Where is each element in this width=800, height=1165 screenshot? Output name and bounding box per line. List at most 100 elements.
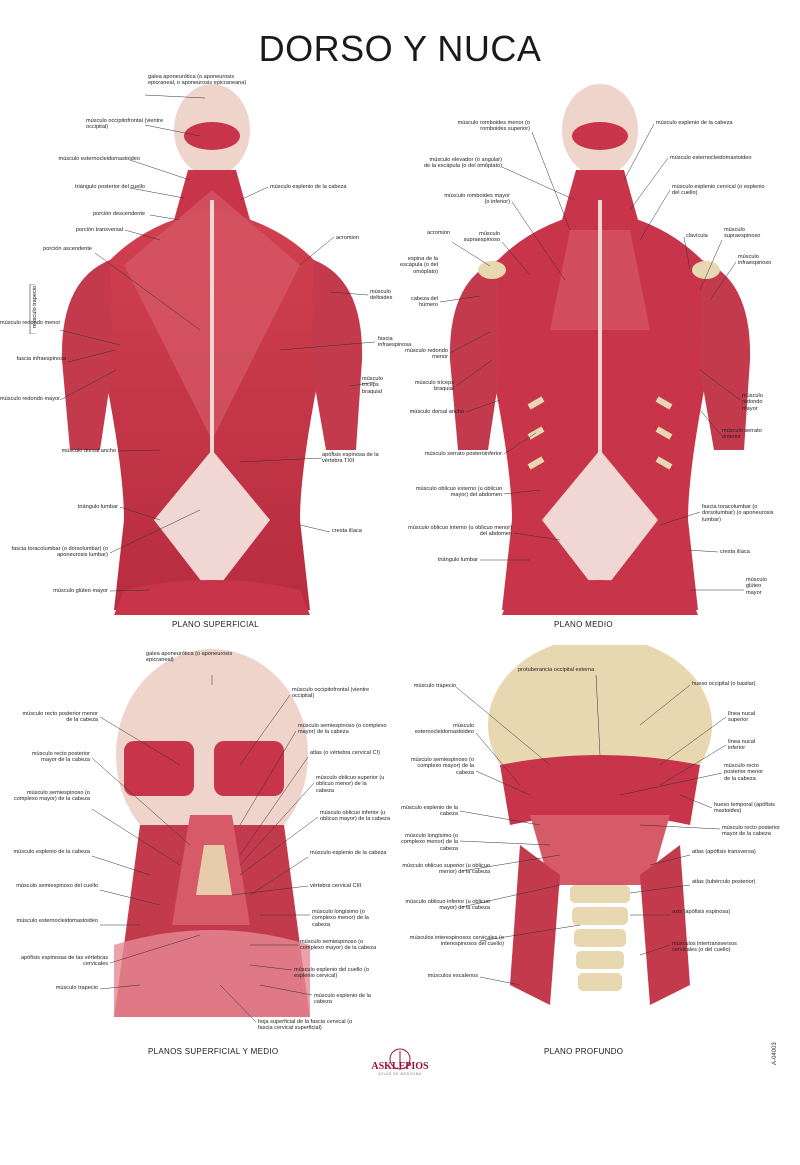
label-semispinalis-deep: músculo semiespinoso (o complexo mayor) …: [410, 757, 474, 776]
label-splenius-capitis: músculo esplenio de la cabeza: [270, 184, 347, 190]
label-rectus-major: músculo recto posterior mayor de la cabe…: [31, 751, 90, 764]
panel-profundo: músculo trapecio músculo esternocleidoma…: [400, 645, 800, 1165]
asklepios-logo: ASKLEPIOS ATLAS DE MEDICINA: [355, 1047, 445, 1083]
label-semispinalis-capitis-left: músculo semiespinoso (o complexo mayor) …: [13, 790, 90, 803]
label-rectus-major-deep: músculo recto posterior mayor de la cabe…: [722, 825, 781, 838]
logo-name: ASKLEPIOS: [371, 1061, 429, 1072]
label-semispinalis-r2: músculo semiespinoso (o complexo mayor) …: [300, 939, 377, 952]
label-ciii: vértebra cervical CIII: [310, 883, 362, 889]
label-oblique-inferior: músculo oblicuo inferior (u oblicuo mayo…: [320, 810, 390, 823]
product-code: A-04003: [772, 1042, 778, 1065]
label-superior-nuchal-line: línea nucal superior: [728, 711, 756, 724]
label-teres-major: músculo redondo mayor: [0, 396, 61, 402]
logo-emblem-icon: [389, 1048, 411, 1070]
label-lumbar-triangle-medio: triángulo lumbar: [437, 557, 478, 563]
label-scm-deep: músculo esternocleidomastoideo: [414, 723, 474, 736]
label-splenius-deep: músculo esplenio de la cabeza: [401, 805, 458, 818]
label-galea-neck: galea aponeurótica (o aponeurosis epicra…: [146, 651, 233, 664]
label-scapular-spine: espina de la escápula (o del omóplato): [400, 256, 438, 275]
label-trapezius-deep: músculo trapecio: [413, 683, 456, 689]
poster-title: DORSO Y NUCA: [258, 28, 542, 69]
label-serratus-posterior: músculo serrato posteroinferior: [424, 451, 502, 457]
label-supraspinatus-left: músculo supraespinoso: [463, 231, 500, 244]
bracket-icon: [29, 284, 36, 334]
back-superficial-figure: [59, 84, 376, 615]
panel-medio: músculo romboides menor (o romboides sup…: [400, 70, 800, 629]
label-levator-scapulae: músculo elevador (o angular) de la escáp…: [423, 157, 502, 170]
back-middle-figure: [439, 84, 751, 615]
label-latissimus-medio: músculo dorsal ancho: [409, 409, 464, 415]
label-supraspinatus-right: músculo supraespinoso: [724, 227, 761, 240]
label-rectus-minor-deep: músculo recto posterior menor de la cabe…: [724, 763, 764, 782]
label-cervical-fascia: hoja superficial de la fascia cervical (…: [258, 1019, 353, 1032]
label-acromion-medio: acromion: [426, 230, 450, 236]
label-teres-minor-medio: músculo redondo menor: [405, 348, 448, 361]
label-rhomboid-minor: músculo romboides menor (o romboides sup…: [457, 120, 530, 133]
label-triceps: músculo tríceps braquial: [362, 376, 383, 395]
label-spinous-txii: apófisis espinosa de la vértebra TXII: [322, 452, 379, 465]
label-descending-portion: porción descendente: [93, 211, 145, 217]
label-infraspinatus-fascia-right: fascia infraespinosa: [378, 336, 412, 349]
label-infraspinatus: músculo infraespinoso: [738, 254, 772, 267]
label-internal-oblique: músculo oblicuo interno (u oblicuo menor…: [408, 525, 512, 538]
label-occipitofrontal: músculo occipitofrontal (vientre occipit…: [86, 118, 164, 131]
label-occipital-bone: hueso occipital (o basilar): [692, 681, 756, 687]
label-latissimus-dorsi: músculo dorsal ancho: [61, 448, 116, 454]
label-semispinalis-cervicis: músculo semiespinoso del cuello: [16, 883, 98, 889]
label-trapezius-neck: músculo trapecio: [55, 985, 98, 991]
label-splenius-cervicis-neck: músculo esplenio del cuello (o esplenio …: [294, 967, 369, 980]
label-serratus-anterior: músculo serrato anterior: [722, 428, 762, 441]
neck-deep-figure: [455, 645, 727, 1005]
label-teres-major-medio: músculo redondo mayor: [742, 393, 763, 412]
label-lumbar-triangle: triángulo lumbar: [77, 504, 118, 510]
label-acromion: acromion: [336, 235, 360, 241]
label-splenius-capitis-r1: músculo esplenio de la cabeza: [310, 850, 387, 856]
label-humeral-head: cabeza del húmero: [410, 296, 438, 309]
label-atlas-tubercle: atlas (tubérculo posterior): [692, 879, 756, 885]
label-trapezius-group: músculo trapecio: [32, 285, 39, 329]
label-oblique-superior: músculo oblicuo superior (u oblicuo meno…: [316, 775, 385, 794]
label-thoracolumbar-fascia: fascia toracolumbar (o dorsolumbar) (o a…: [11, 546, 108, 559]
label-mastoid: hueso temporal (apófisis mastoides): [714, 802, 775, 815]
label-scalenes: músculos escalenos: [427, 973, 478, 979]
label-sternocleidomastoid-medio: músculo esternocleidomastoideo: [670, 155, 752, 161]
logo-subtitle: ATLAS DE MEDICINA: [378, 1072, 422, 1076]
neck-superficial-figure: [91, 649, 319, 1023]
caption-superficial: PLANO SUPERFICIAL: [172, 620, 259, 629]
label-transverse-portion: porción transversal: [75, 227, 123, 233]
label-axis: axis (apófisis espinosa): [672, 909, 731, 915]
label-iliac-crest: cresta ilíaca: [332, 528, 362, 534]
label-deltoid: músculo deltoides: [370, 289, 393, 302]
label-oblique-superior-deep: músculo oblicuo superior (u oblicuo meno…: [402, 863, 490, 876]
label-semispinalis-capitis-right: músculo semiespinoso (o complexo mayor) …: [298, 723, 387, 736]
label-splenius-capitis-r2: músculo esplenio de la cabeza: [314, 993, 371, 1006]
label-iliac-crest-medio: cresta ilíaca: [720, 549, 750, 555]
label-occipitofrontal-neck: músculo occipitofrontal (vientre occipit…: [292, 687, 370, 700]
label-atlas-transverse: atlas (apófisis transversa): [692, 849, 756, 855]
label-oblique-inferior-deep: músculo oblicuo inferior (u oblicuo mayo…: [405, 899, 490, 912]
label-splenius-capitis-neck: músculo esplenio de la cabeza: [13, 849, 91, 855]
caption-profundo: PLANO PROFUNDO: [544, 1047, 624, 1056]
label-ascending-portion: porción ascendente: [43, 246, 92, 252]
label-triceps-medio: músculo tríceps braquial: [414, 380, 454, 393]
label-longissimus: músculo longísimo (o complexo menor) de …: [312, 909, 369, 928]
label-thoracolumbar-medio: fascia toracolumbar (o dorsolumbar) (o a…: [702, 504, 774, 523]
label-splenius-cervicis: músculo esplenio cervical (o esplenio de…: [672, 184, 765, 197]
panel-neck-superficial-middle: músculo recto posterior menor de la cabe…: [0, 645, 400, 1165]
label-infraspinatus-fascia-left: fascia infraespinosa: [16, 356, 66, 362]
caption-medio: PLANO MEDIO: [554, 620, 613, 629]
label-longissimus-deep: músculo longísimo (o complexo menor) de …: [401, 833, 458, 852]
label-external-oblique: músculo oblicuo externo (u oblicuo mayor…: [415, 486, 502, 499]
label-external-occipital-protuberance: protuberancia occipital externa: [518, 667, 595, 673]
label-clavicle: clavícula: [686, 233, 708, 239]
label-atlas: atlas (o vértebra cervical CI): [310, 750, 380, 756]
label-interspinales: músculos interespinosos cervicales (o in…: [409, 935, 504, 948]
label-rhomboid-major: músculo romboides mayor (o inferior): [444, 193, 510, 206]
label-intertransversarii: músculos intertransversos cervicales (o …: [672, 941, 737, 954]
label-cervical-spinous: apófisis espinosas de las vértebras cerv…: [20, 955, 108, 968]
poster: DORSO Y NUCA: [0, 28, 800, 1083]
label-gluteus-maximus: músculo glúteo mayor: [53, 588, 108, 594]
label-posterior-triangle: triángulo posterior del cuello: [75, 184, 145, 190]
label-rectus-minor: músculo recto posterior menor de la cabe…: [22, 711, 98, 724]
label-scm-neck: músculo esternocleidomastoideo: [16, 918, 98, 924]
